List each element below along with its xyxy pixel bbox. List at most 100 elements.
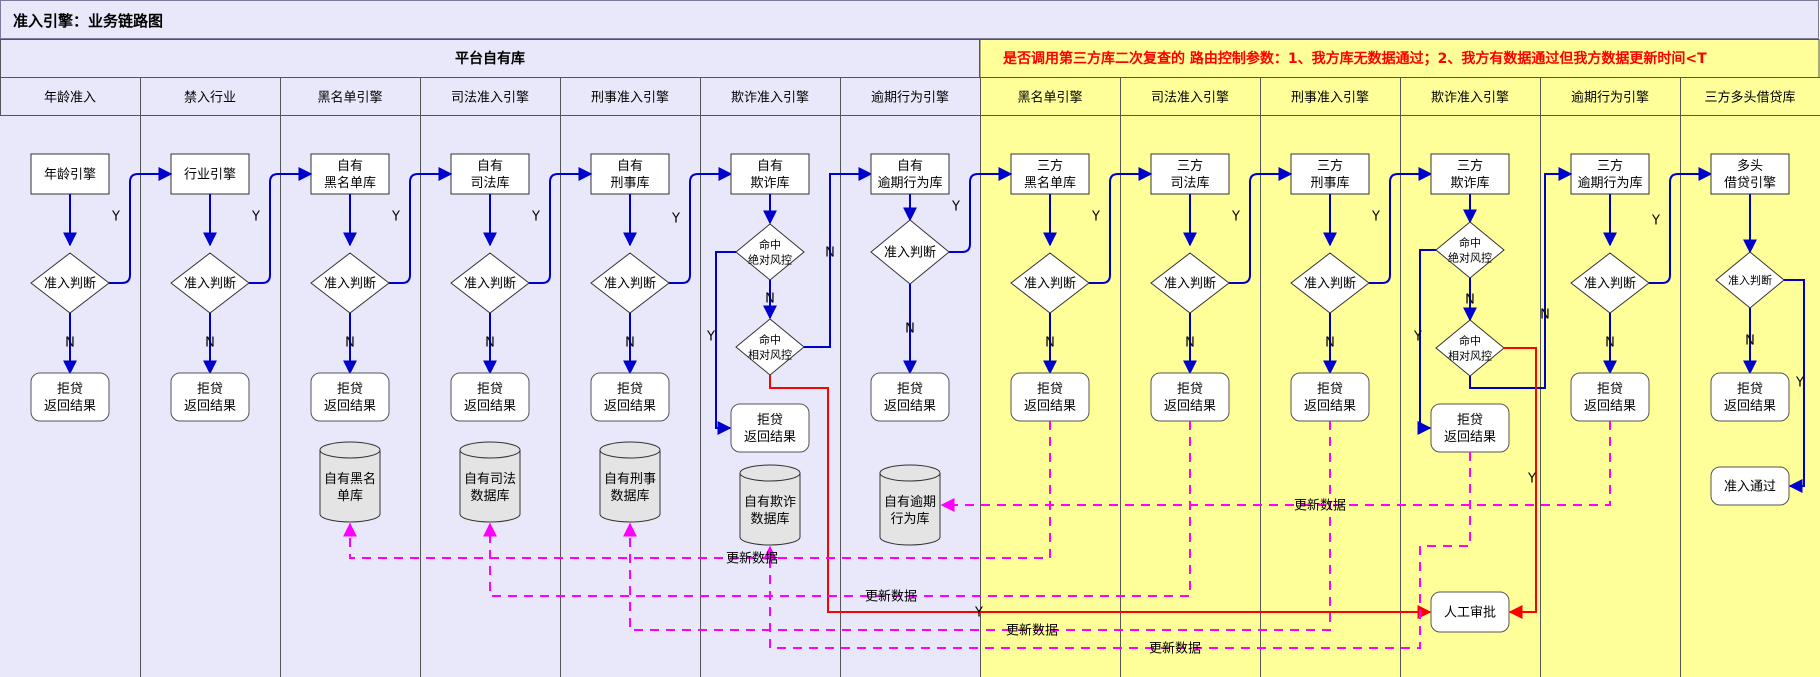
group-header-right-cell (979, 39, 1820, 78)
label-no: N (825, 246, 835, 261)
label-yes: Y (1413, 330, 1422, 345)
own-criminal-db-label: 自有刑事数据库 (604, 472, 656, 504)
reject-result (170, 372, 250, 422)
column-header-cell (1260, 77, 1401, 116)
column-header: 司法准入引擎 (451, 91, 529, 106)
update-data-label: 更新数据 (1006, 623, 1058, 639)
admission-judge-label: 准入判断 (1024, 277, 1076, 292)
engine-box (1570, 153, 1650, 195)
own-fraud-db (739, 464, 801, 546)
flow-arrow (249, 167, 313, 284)
label-yes: Y (671, 212, 680, 227)
label-no: N (485, 336, 495, 351)
engine-box-label: 多头借贷引擎 (1724, 158, 1776, 191)
manual-approval-label: 人工审批 (1444, 606, 1496, 621)
cylinder-body (599, 450, 661, 523)
engine-box-label: 行业引擎 (184, 168, 236, 183)
update-data-arrow (763, 452, 1471, 649)
engine-box-label: 三方欺诈库 (1450, 158, 1489, 191)
reject-result (310, 372, 390, 422)
engine-box-label: 自有欺诈库 (750, 159, 789, 191)
column-header: 欺诈准入引擎 (1431, 91, 1509, 106)
engine-box-label: 年龄引擎 (44, 168, 96, 183)
column-header: 年龄准入 (44, 91, 96, 106)
label-no: N (625, 336, 635, 351)
admission-pass (1710, 466, 1790, 506)
label-yes: Y (706, 330, 715, 345)
column-header-cell (1400, 77, 1541, 116)
diagram-title: 准入引擎：业务链路图 (13, 12, 164, 30)
cylinder-body (319, 450, 381, 523)
label-yes: Y (1091, 210, 1100, 225)
reject-result (450, 372, 530, 422)
hit-absolute-risk-label: 命中绝对风控 (748, 237, 792, 266)
update-data-arrow (343, 421, 1051, 559)
column-header: 黑名单引擎 (317, 90, 382, 106)
label-no: N (1605, 336, 1615, 351)
label-yes: Y (251, 210, 260, 225)
reject-result-label: 拒贷返回结果 (464, 382, 516, 414)
own-judicial-db-label: 自有司法数据库 (464, 472, 516, 504)
engine-box-label: 三方司法库 (1170, 158, 1209, 191)
flow-arrow (1089, 167, 1153, 284)
engine-box (1150, 153, 1230, 195)
engine-box (170, 153, 250, 195)
label-yes: Y (1371, 210, 1380, 225)
label-no: N (1325, 336, 1335, 351)
label-yes: Y (974, 606, 983, 621)
column-header-cell (1540, 77, 1681, 116)
own-blacklist-db-label: 自有黑名单库 (324, 471, 376, 504)
group-header-right: 是否调用第三方库二次复查的 路由控制参数：1、我方库无数据通过；2、我方有数据通… (1003, 50, 1707, 67)
engine-box (870, 153, 950, 195)
red-flow-arrow (1504, 347, 1537, 619)
update-data-arrow (623, 421, 1331, 631)
column-header-cell (1120, 77, 1261, 116)
admission-judge-label: 准入判断 (184, 277, 236, 292)
cylinder-body (879, 473, 941, 546)
admission-judge-label: 准入判断 (44, 277, 96, 292)
reject-result-label: 拒贷返回结果 (1304, 382, 1356, 414)
reject-result-label: 拒贷返回结果 (1584, 382, 1636, 414)
flow-arrow (804, 167, 873, 348)
flow-arrow (389, 167, 453, 284)
admission-judge-label: 准入判断 (604, 277, 656, 292)
group-header-left: 平台自有库 (455, 50, 525, 67)
admission-judge-label: 准入判断 (1584, 277, 1636, 292)
label-no: N (1540, 308, 1550, 323)
own-overdue-db-label: 自有逾期行为库 (884, 495, 936, 527)
column-header: 三方多头借贷库 (1704, 90, 1795, 106)
admission-judge-label: 准入判断 (884, 246, 936, 261)
engine-box-label: 三方刑事库 (1310, 158, 1349, 191)
own-fraud-db-label: 自有欺诈数据库 (744, 495, 796, 527)
reject-result-label: 拒贷返回结果 (184, 382, 236, 414)
reject-result-label: 拒贷返回结果 (44, 382, 96, 414)
update-data-arrow (483, 421, 1191, 597)
column-header: 黑名单引擎 (1017, 90, 1082, 106)
reject-result (870, 372, 950, 422)
column-header-cell (420, 77, 561, 116)
reject-result (30, 372, 110, 422)
label-yes: Y (391, 210, 400, 225)
column-header-cell (140, 77, 281, 116)
admission-judge-label: 准入判断 (324, 277, 376, 292)
cylinder-top (459, 441, 521, 459)
flow-arrow (1369, 167, 1433, 284)
admission-judge-label: 准入判断 (1164, 277, 1216, 292)
red-flow-arrow (769, 375, 1432, 619)
flow-arrow (1649, 167, 1713, 284)
label-yes: Y (111, 210, 120, 225)
update-data-label: 更新数据 (1294, 498, 1346, 514)
engine-box-label: 三方黑名单库 (1024, 158, 1076, 191)
reject-result-label: 拒贷返回结果 (744, 413, 796, 445)
flow-arrow (949, 167, 1013, 253)
column-header: 司法准入引擎 (1151, 91, 1229, 106)
engine-box-label: 自有逾期行为库 (877, 159, 942, 191)
reject-result-label: 拒贷返回结果 (884, 382, 936, 414)
column-header: 禁入行业 (184, 91, 236, 106)
cylinder-top (739, 464, 801, 482)
admission-judge-label: 准入判断 (1728, 273, 1772, 287)
label-no: N (1185, 336, 1195, 351)
flow-arrow (715, 251, 736, 435)
column-header-cell (980, 77, 1121, 116)
